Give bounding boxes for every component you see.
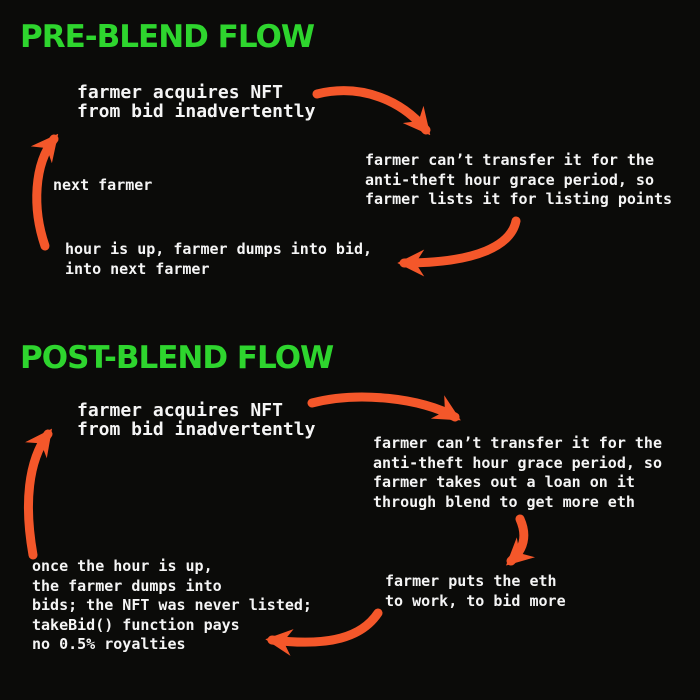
node-post-eth-to-work: farmer puts the eth to work, to bid more (385, 572, 566, 610)
pre-blend-title: PRE-BLEND FLOW (20, 19, 315, 55)
node-pre-cant-transfer: farmer can’t transfer it for the anti-th… (365, 151, 673, 208)
arrow-post-acquire-to-loan-icon (307, 392, 461, 422)
arrow-pre-dump-to-acquire-icon (30, 133, 59, 251)
node-post-loan-through-blend: farmer can’t transfer it for the anti-th… (373, 434, 662, 511)
node-pre-hour-up-dump: hour is up, farmer dumps into bid, into … (65, 240, 373, 278)
node-post-acquire-nft: farmer acquires NFT from bid inadvertent… (77, 400, 316, 440)
label-next-farmer: next farmer (53, 176, 153, 194)
arrow-pre-acquire-to-transfer-icon (312, 86, 431, 136)
node-pre-acquire-nft: farmer acquires NFT from bid inadvertent… (77, 82, 316, 122)
arrow-post-dump-to-acquire-icon (23, 428, 53, 560)
post-blend-title: POST-BLEND FLOW (20, 340, 334, 376)
arrow-pre-transfer-to-dump-icon (397, 216, 521, 277)
node-post-dump-no-royalties: once the hour is up, the farmer dumps in… (32, 557, 312, 653)
arrow-post-loan-to-bid-icon (506, 514, 536, 566)
